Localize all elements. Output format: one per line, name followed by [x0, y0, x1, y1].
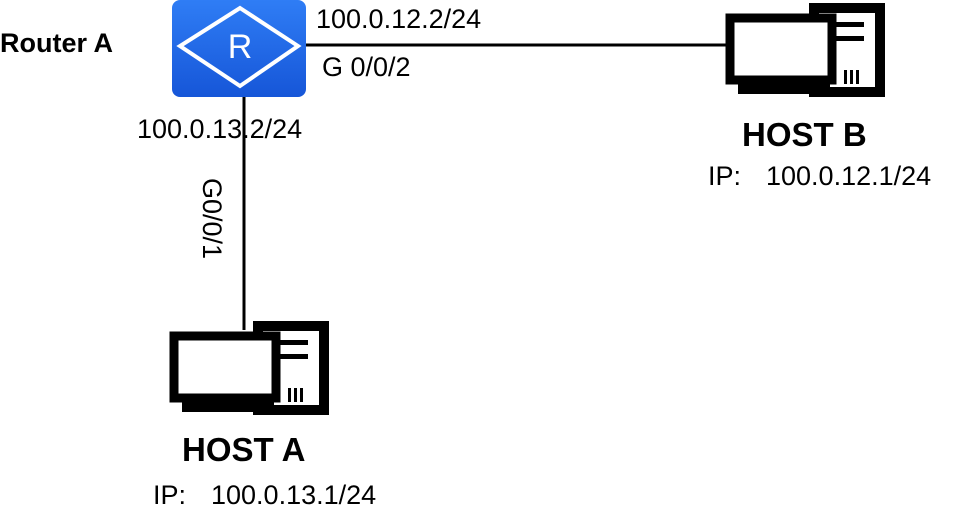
router-ip-g002: 100.0.12.2/24 — [316, 4, 482, 34]
router-letter: R — [228, 28, 253, 66]
host-a-ip-prefix: IP: — [153, 480, 187, 510]
host-a-ip-line: IP: 100.0.13.1/24 — [153, 482, 376, 509]
host-b-ip: 100.0.12.1/24 — [766, 161, 932, 191]
host-b-ip-prefix: IP: — [708, 161, 742, 191]
host-a-ip: 100.0.13.1/24 — [211, 480, 377, 510]
router-name-label: Router A — [0, 28, 113, 58]
host-a-name: HOST A — [182, 431, 306, 468]
host-a-computer-icon[interactable] — [169, 321, 329, 415]
router-ip-g001: 100.0.13.2/24 — [137, 114, 303, 144]
host-b-computer-icon[interactable] — [725, 3, 885, 97]
router-interface-g002: G 0/0/2 — [322, 52, 411, 82]
host-b-name: HOST B — [742, 116, 867, 153]
host-b-ip-line: IP: 100.0.12.1/24 — [708, 163, 931, 190]
router-icon[interactable]: R — [172, 0, 306, 97]
router-interface-g001: G0/0/1 — [197, 178, 227, 260]
